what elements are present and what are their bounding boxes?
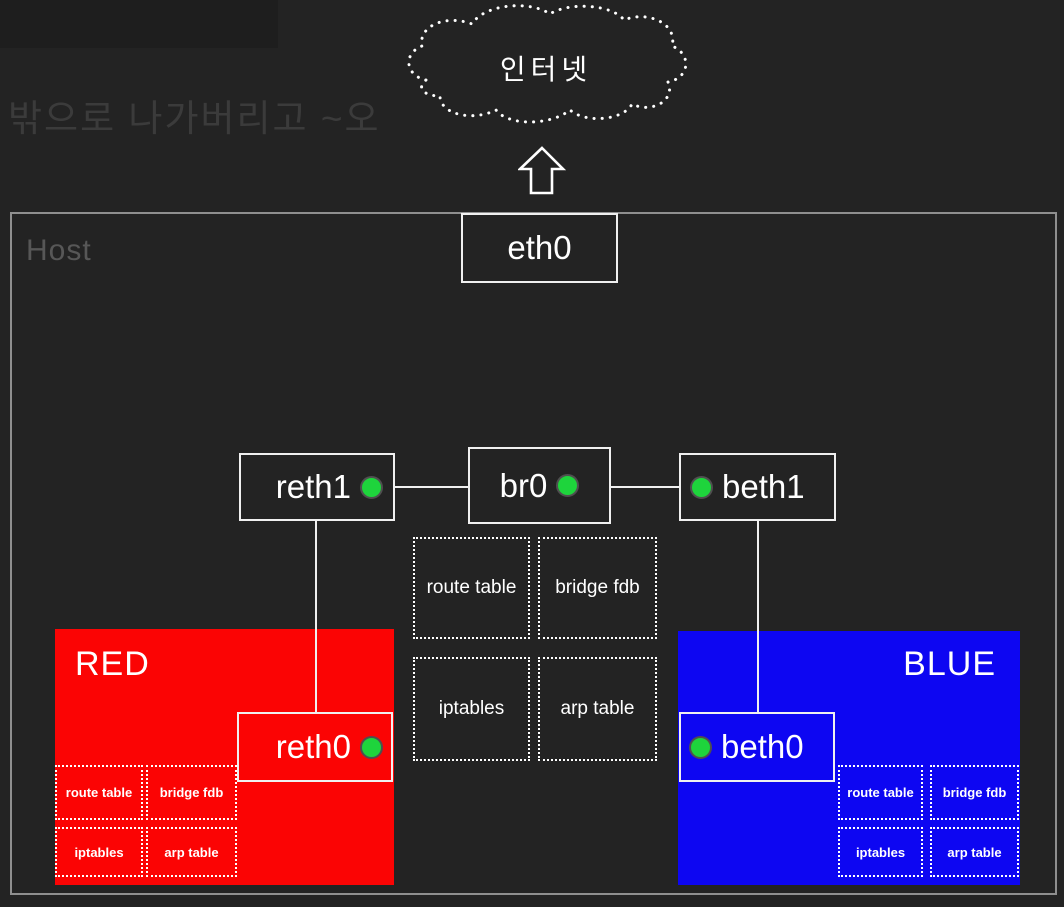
reth0-label: reth0 [275,728,351,765]
link-br0-beth1 [611,486,679,488]
red-iptables-box: iptables [55,827,143,877]
internet-cloud: 인터넷 [398,2,694,134]
internet-label: 인터넷 [499,54,593,85]
beth1-status-dot-icon [690,475,713,499]
host-arp-table-box: arp table [538,657,657,761]
reth1-label: reth1 [275,468,351,505]
reth0-interface-box: reth0 [237,712,393,782]
ghost-annotation-text: 밖으로 나가버리고 ~오 [8,98,381,139]
blue-arp-table-box: arp table [930,827,1019,877]
reth1-status-dot-icon [360,475,383,499]
br0-status-dot-icon [556,474,580,497]
beth1-label: beth1 [722,468,805,505]
red-namespace-title: RED [75,645,150,683]
link-beth1-beth0 [757,521,759,712]
up-arrow-icon [516,146,567,195]
beth0-interface-box: beth0 [679,712,835,782]
beth1-interface-box: beth1 [679,453,836,521]
host-iptables-box: iptables [413,657,530,761]
blue-route-table-box: route table [838,765,923,820]
beth0-label: beth0 [721,728,804,765]
blue-namespace-title: BLUE [903,645,996,683]
link-reth1-br0 [395,486,468,488]
reth0-status-dot-icon [360,735,383,759]
blue-bridge-fdb-box: bridge fdb [930,765,1019,820]
br0-label: br0 [499,466,548,504]
beth0-status-dot-icon [689,735,712,759]
cloud-outline-icon [407,4,688,124]
red-bridge-fdb-box: bridge fdb [146,765,237,820]
red-route-table-box: route table [55,765,143,820]
reth1-interface-box: reth1 [239,453,395,521]
eth0-interface-box: eth0 [461,213,618,283]
blue-iptables-box: iptables [838,827,923,877]
host-route-table-box: route table [413,537,530,639]
red-arp-table-box: arp table [146,827,237,877]
eth0-label: eth0 [507,229,572,266]
br0-bridge-box: br0 [468,447,611,524]
link-reth1-reth0 [315,521,317,712]
host-bridge-fdb-box: bridge fdb [538,537,657,639]
window-corner-remnant [0,0,278,48]
host-title: Host [26,234,92,267]
